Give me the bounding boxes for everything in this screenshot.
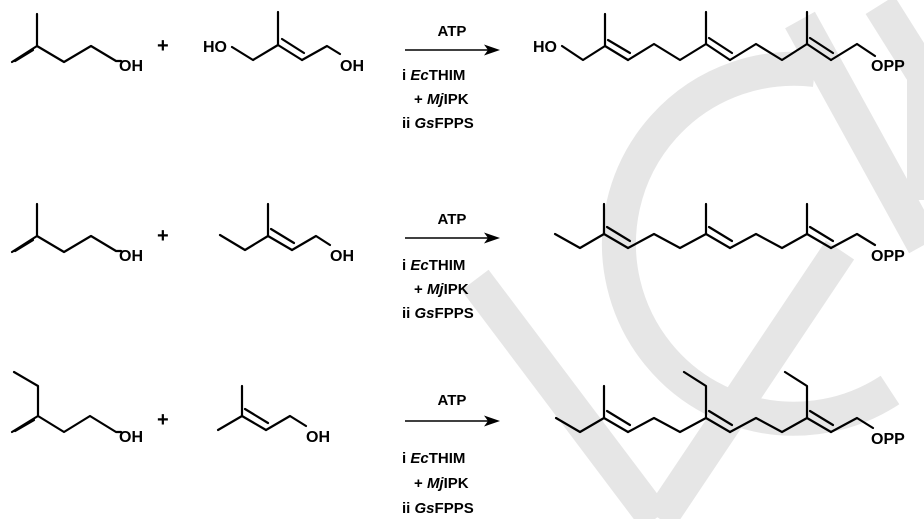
product-hydroxy-fpp: HO OPP [533,10,905,75]
reagent-label: ATP [438,211,467,228]
plus-sign: + [157,225,169,247]
condition-step-3: ii GsFPPS [402,305,474,322]
condition-step-3: ii GsFPPS [402,115,474,132]
reactant-homo-prenol: OH [218,202,354,265]
condition-step-2: + MjIPK [414,281,469,298]
reaction-arrow-2: ATP [405,211,500,244]
condition-step-1: i EcTHIM [402,67,465,84]
hydroxyl-label: OH [119,58,143,75]
plus-sign: + [157,35,169,57]
condition-step-3: ii GsFPPS [402,500,474,517]
reaction-arrow-3: ATP [405,392,500,427]
reaction-row-2: OH + OH ATP i EcTHIM + MjIPK ii GsFPPS [10,202,905,322]
condition-step-1: i EcTHIM [402,257,465,274]
condition-step-1: i EcTHIM [402,450,465,467]
conditions-1: i EcTHIM + MjIPK ii GsFPPS [402,67,474,132]
product-homo-fpp: OPP [553,202,905,265]
reactant-diol: HO OH [203,10,364,75]
reaction-row-1: OH + HO OH ATP i EcTHIM + MjIPK ii GsFPP… [10,10,905,132]
product-ethyl-fpp: OPP [554,370,905,448]
hydroxyl-label: OH [119,248,143,265]
opp-label: OPP [871,431,905,448]
condition-step-2: + MjIPK [414,475,469,492]
reactant-isopentenol-1: OH [10,12,143,75]
reagent-label: ATP [438,23,467,40]
condition-step-2: + MjIPK [414,91,469,108]
reaction-arrow-1: ATP [405,23,500,56]
hydroxyl-label: OH [340,58,364,75]
hydroxyl-label: HO [533,39,557,56]
opp-label: OPP [871,248,905,265]
plus-sign: + [157,409,169,431]
hydroxyl-label: OH [330,248,354,265]
hydroxyl-label: HO [203,39,227,56]
conditions-2: i EcTHIM + MjIPK ii GsFPPS [402,257,474,322]
watermark-logo [461,0,924,519]
reactant-prenol: OH [216,384,330,446]
reagent-label: ATP [438,392,467,409]
opp-label: OPP [871,58,905,75]
hydroxyl-label: OH [306,429,330,446]
reactant-isopentenol-2: OH [10,202,143,265]
hydroxyl-label: OH [119,429,143,446]
reaction-row-3: OH + OH ATP i EcTHIM + MjIPK ii GsFPPS [10,370,905,517]
reactant-ethyl-butenol: OH [10,370,143,446]
conditions-3: i EcTHIM + MjIPK ii GsFPPS [402,450,474,517]
